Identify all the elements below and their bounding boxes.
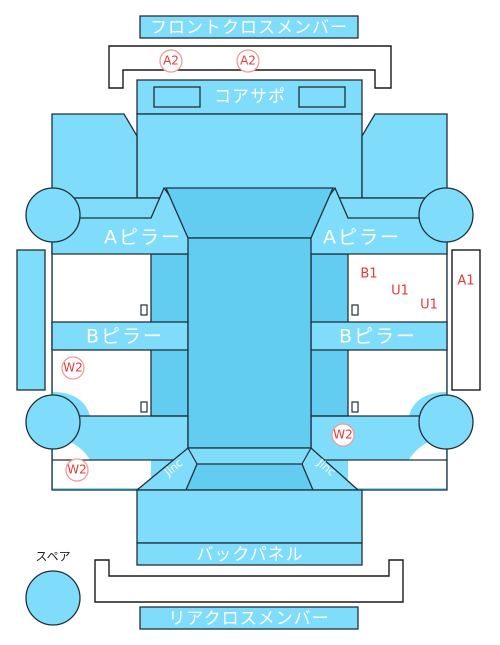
headlight-left bbox=[153, 86, 201, 108]
wheel-rear-right[interactable] bbox=[418, 394, 474, 450]
back-panel[interactable] bbox=[136, 542, 363, 566]
rear-cross-member-label: リアクロスメンバー bbox=[168, 609, 329, 629]
hood-panel[interactable] bbox=[136, 113, 363, 199]
mark-a2-right[interactable]: A2 bbox=[236, 49, 260, 73]
spare-tire[interactable] bbox=[25, 570, 81, 626]
wheel-front-left[interactable] bbox=[25, 187, 81, 243]
mark-w2-right[interactable]: W2 bbox=[331, 423, 355, 447]
side-step-left[interactable] bbox=[16, 249, 46, 391]
b-pillar-left-label: Bピラー bbox=[86, 326, 164, 348]
a-pillar-left-label: Aピラー bbox=[104, 227, 182, 249]
svg-text:A2: A2 bbox=[163, 54, 179, 68]
a-pillar-right-label: Aピラー bbox=[323, 227, 401, 249]
windshield[interactable] bbox=[165, 187, 334, 239]
rear-cross-member-panel[interactable] bbox=[139, 606, 359, 630]
front-bumper-outline[interactable] bbox=[108, 45, 392, 89]
svg-text:W2: W2 bbox=[63, 361, 83, 375]
fender-right[interactable] bbox=[361, 113, 448, 199]
svg-text:W2: W2 bbox=[333, 428, 353, 442]
wheel-front-right[interactable] bbox=[418, 187, 474, 243]
mark-u1-top[interactable]: U1 bbox=[391, 284, 409, 299]
rear-bumper-outline[interactable] bbox=[94, 559, 404, 603]
slot-front-left bbox=[140, 304, 148, 316]
core-support-label: コアサポ bbox=[214, 87, 286, 107]
door-rear-right bbox=[348, 350, 446, 416]
front-cross-member-label: フロントクロスメンバー bbox=[150, 18, 348, 38]
mark-w2-left-mid[interactable]: W2 bbox=[61, 356, 85, 380]
side-step-right[interactable] bbox=[451, 249, 481, 391]
spare-label: スペア bbox=[35, 550, 70, 564]
headlight-right bbox=[298, 86, 346, 108]
mark-a2-left[interactable]: A2 bbox=[159, 49, 183, 73]
front-cross-member-panel[interactable] bbox=[139, 15, 359, 39]
b-pillar-right-label: Bピラー bbox=[339, 326, 417, 348]
mark-b1[interactable]: B1 bbox=[360, 267, 377, 282]
mark-u1-bottom[interactable]: U1 bbox=[420, 298, 438, 313]
mark-a1[interactable]: A1 bbox=[457, 274, 474, 289]
mark-w2-left-bottom[interactable]: W2 bbox=[65, 458, 89, 482]
svg-text:A2: A2 bbox=[240, 54, 256, 68]
back-panel-label: バックパネル bbox=[196, 545, 303, 565]
svg-text:W2: W2 bbox=[67, 463, 87, 477]
rear-quarter-right bbox=[348, 438, 446, 488]
fender-left[interactable] bbox=[51, 113, 138, 199]
slot-rear-right bbox=[351, 401, 359, 413]
door-front-left bbox=[53, 254, 151, 322]
wheel-rear-left[interactable] bbox=[25, 394, 81, 450]
trunk-lid[interactable] bbox=[185, 463, 314, 491]
roof-panel[interactable] bbox=[187, 237, 312, 449]
rear-body-panel[interactable] bbox=[136, 489, 363, 544]
door-front-right bbox=[348, 254, 446, 322]
slot-front-right bbox=[351, 304, 359, 316]
slot-rear-left bbox=[140, 401, 148, 413]
